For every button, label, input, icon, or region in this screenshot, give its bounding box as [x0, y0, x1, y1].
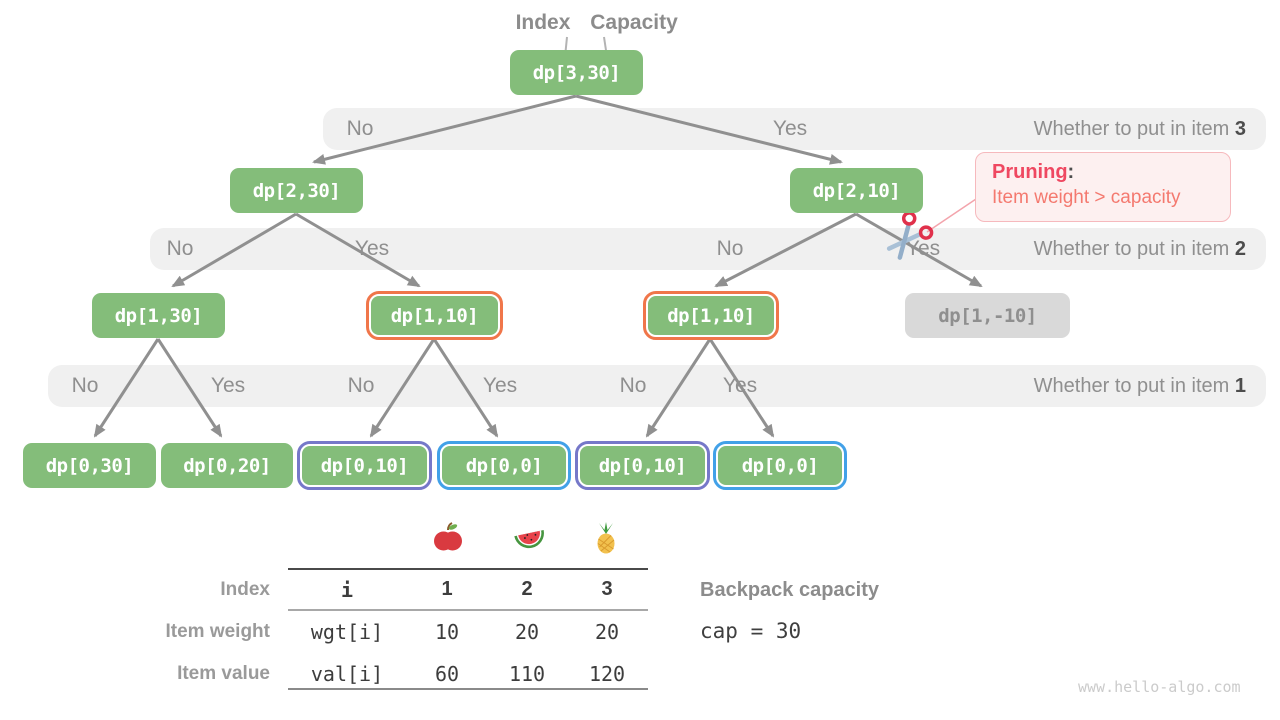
decision-label: No	[347, 374, 375, 397]
dp-node-root: dp[3,30]	[510, 50, 643, 95]
decision-band-item-3: No Yes Whether to put in item 3	[323, 108, 1266, 150]
decision-label: No	[346, 117, 374, 140]
backpack-capacity-label: Backpack capacity	[700, 579, 880, 601]
table-cell: wgt[i]	[310, 620, 384, 644]
decision-band-item-1: No Yes No Yes No Yes Whether to put in i…	[48, 365, 1266, 407]
decision-label: Yes	[210, 374, 246, 397]
backpack-capacity-value: cap = 30	[700, 619, 802, 643]
watermark: www.hello-algo.com	[1078, 678, 1241, 696]
pruning-connector-line	[926, 196, 980, 233]
dp-node-highlight-purple: dp[0,10]	[297, 441, 432, 490]
dp-node: dp[1,30]	[92, 293, 225, 338]
pineapple-icon	[597, 522, 615, 554]
pruning-description: Item weight > capacity	[992, 187, 1181, 208]
pruning-title: Pruning	[992, 161, 1068, 183]
dp-node-highlight-blue: dp[0,0]	[437, 441, 571, 490]
table-row-label: Index	[220, 579, 270, 600]
decision-label: No	[619, 374, 647, 397]
watermelon-icon	[514, 529, 544, 549]
band-question: Whether to put in item 2	[1033, 238, 1246, 260]
decision-band-item-2: No Yes No Yes Whether to put in item 2	[150, 228, 1266, 270]
decision-label: No	[716, 237, 744, 260]
table-cell: 2	[521, 578, 533, 600]
table-cell: 10	[434, 620, 460, 644]
dp-node: dp[2,30]	[230, 168, 363, 213]
dp-node-highlight-orange: dp[1,10]	[643, 291, 779, 340]
table-cell: val[i]	[310, 662, 384, 686]
decision-label: No	[166, 237, 194, 260]
index-pointer-label: Index	[515, 11, 571, 34]
table-cell: i	[340, 578, 354, 602]
table-mid-rule	[288, 609, 648, 611]
decision-label: Yes	[482, 374, 518, 397]
table-cell: 60	[434, 662, 460, 686]
table-bottom-rule	[288, 688, 648, 690]
decision-label: Yes	[772, 117, 808, 140]
table-cell: 1	[441, 578, 453, 600]
band-question: Whether to put in item 1	[1033, 375, 1246, 397]
table-cell: 20	[514, 620, 540, 644]
table-row-label: Item weight	[165, 621, 270, 642]
dp-node-highlight-orange: dp[1,10]	[366, 291, 503, 340]
pruning-callout: Pruning: Item weight > capacity	[975, 152, 1231, 222]
decision-label: Yes	[354, 237, 390, 260]
decision-label: Yes	[905, 237, 941, 260]
dp-node-highlight-purple: dp[0,10]	[575, 441, 710, 490]
dp-node: dp[0,20]	[161, 443, 293, 488]
dp-node: dp[2,10]	[790, 168, 923, 213]
table-top-rule	[288, 568, 648, 570]
band-question: Whether to put in item 3	[1033, 118, 1246, 140]
table-cell: 120	[588, 662, 626, 686]
apple-icon	[434, 522, 462, 551]
table-row-label: Item value	[177, 663, 270, 684]
dp-node-highlight-blue: dp[0,0]	[713, 441, 847, 490]
decision-label: No	[71, 374, 99, 397]
dp-node: dp[0,30]	[23, 443, 156, 488]
capacity-pointer-label: Capacity	[590, 11, 678, 34]
table-cell: 110	[508, 662, 546, 686]
table-cell: 3	[601, 578, 613, 600]
dp-node-pruned: dp[1,-10]	[905, 293, 1070, 338]
table-cell: 20	[594, 620, 620, 644]
decision-label: Yes	[722, 374, 758, 397]
